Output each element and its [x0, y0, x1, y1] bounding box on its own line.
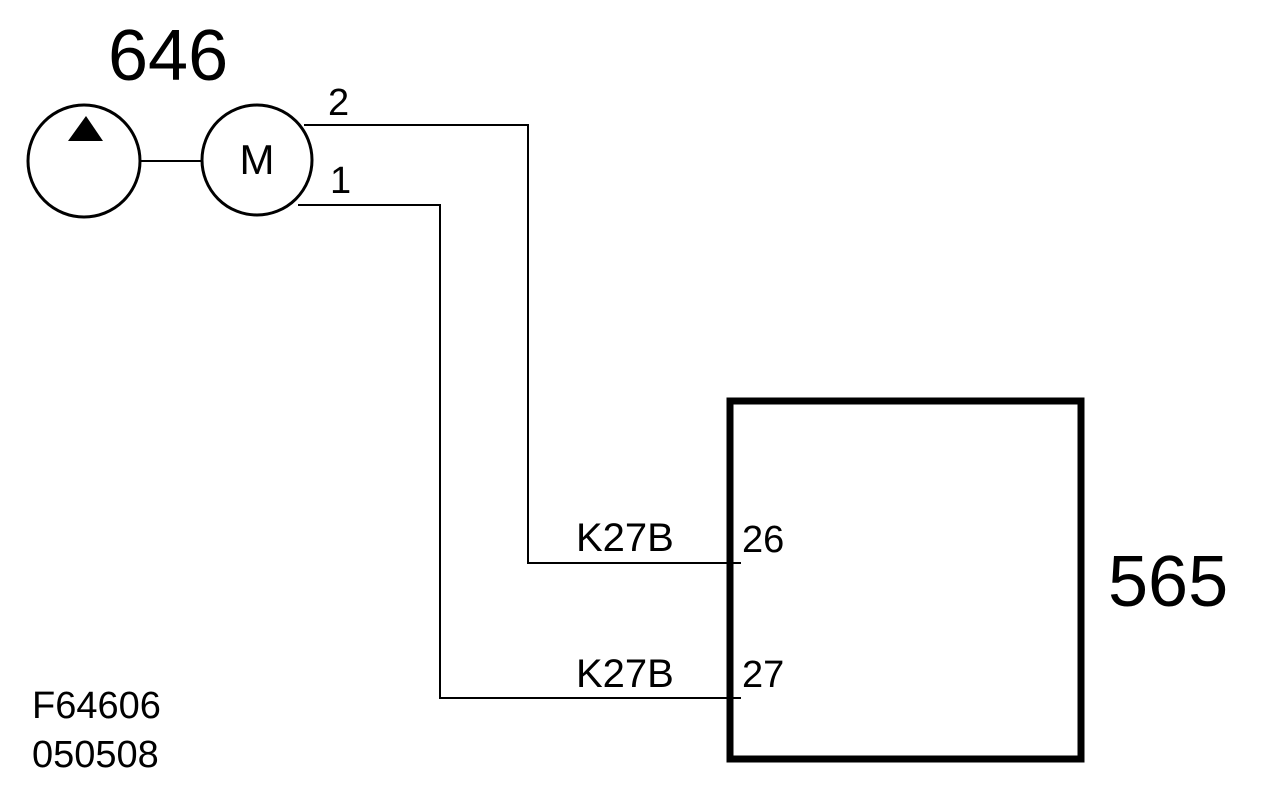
unit-pin-26: 26 [742, 519, 784, 561]
component-565-box [726, 397, 1085, 763]
wire-pin1-to-27 [298, 204, 741, 699]
motor-letter: M [240, 136, 275, 183]
component-646-label: 646 [108, 16, 228, 96]
wire-pin2-to-26 [304, 124, 741, 564]
motor-symbol: M [200, 103, 314, 217]
drawing-code-line1: F64606 [32, 685, 161, 727]
pump-symbol [26, 103, 142, 219]
drawing-code-line2: 050508 [32, 734, 159, 776]
unit-pin-27: 27 [742, 654, 784, 696]
motor-pin-2: 2 [328, 82, 349, 124]
wire-label-lower: K27B [576, 652, 674, 696]
motor-pin-1: 1 [330, 160, 351, 202]
component-565-label: 565 [1108, 542, 1228, 622]
pump-arrow-icon [68, 116, 103, 141]
wire-label-upper: K27B [576, 516, 674, 560]
